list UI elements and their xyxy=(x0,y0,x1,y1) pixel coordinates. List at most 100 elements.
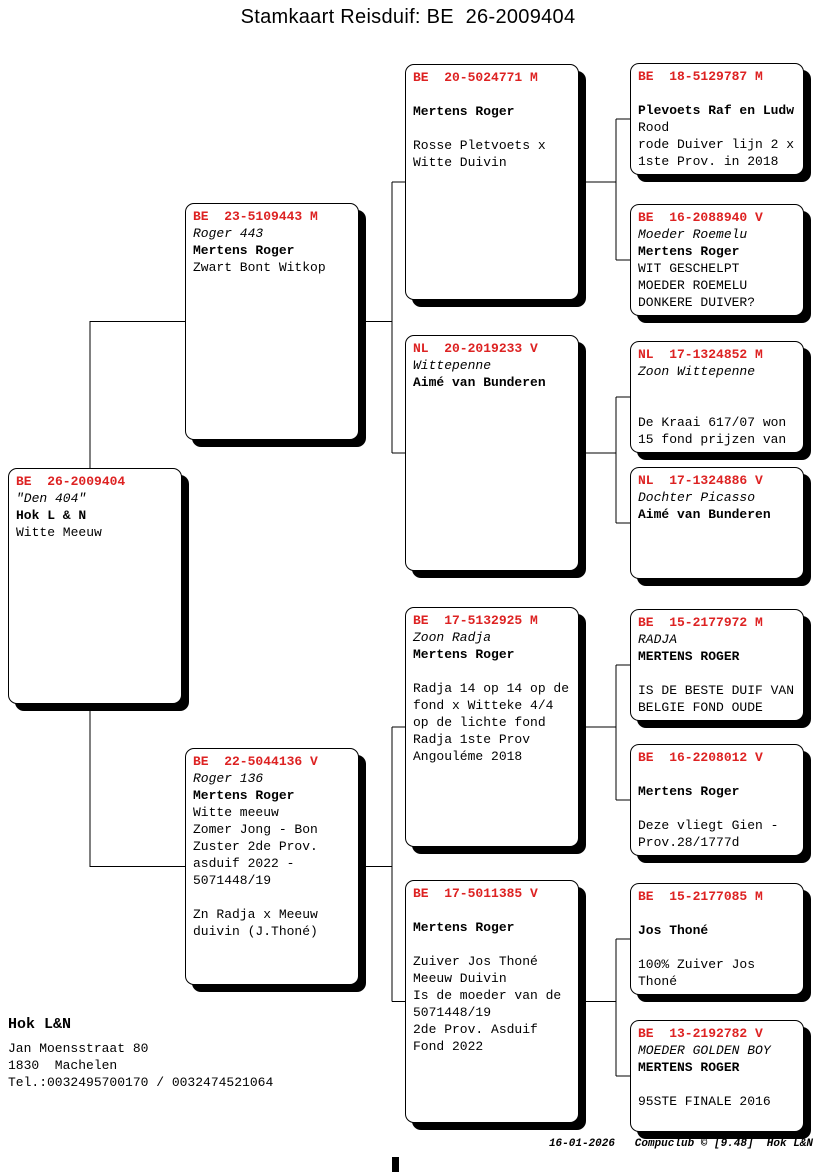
ring-number: BE 13-2192782 V xyxy=(638,1026,763,1041)
pedigree-box-dam-sire-dam: BE 16-2208012 V Mertens Roger Deze vlieg… xyxy=(630,744,804,856)
info-line xyxy=(193,889,355,906)
info-line: Zn Radja x Meeuw xyxy=(193,907,318,922)
pigeon-name: MOEDER GOLDEN BOY xyxy=(638,1043,771,1058)
fancier-name: Jos Thoné xyxy=(638,923,709,938)
ring-number: NL 17-1324886 V xyxy=(638,473,763,488)
loft-address-street: Jan Moensstraat 80 xyxy=(8,1041,149,1056)
ring-number: BE 17-5132925 M xyxy=(413,613,538,628)
info-line: 95STE FINALE 2016 xyxy=(638,1094,771,1109)
pigeon-name: Roger 443 xyxy=(193,226,264,241)
pigeon-name: Moeder Roemelu xyxy=(638,227,748,242)
fancier-name: Hok L & N xyxy=(16,508,87,523)
fancier-name: Mertens Roger xyxy=(638,244,740,259)
info-line: WIT GESCHELPT xyxy=(638,261,740,276)
info-line: 100% Zuiver Jos xyxy=(638,957,756,972)
pedigree-box-sire: BE 23-5109443 M Roger 443 Mertens Roger … xyxy=(185,203,359,440)
info-line: 5071448/19 xyxy=(413,1005,492,1020)
loft-name: Hok L&N xyxy=(8,1016,72,1033)
pedigree-box-dam-dam: BE 17-5011385 V Mertens Roger Zuiver Jos… xyxy=(405,880,579,1123)
info-line: rode Duiver lijn 2 x xyxy=(638,137,795,152)
ring-number: BE 23-5109443 M xyxy=(193,209,318,224)
info-line: MOEDER ROEMELU xyxy=(638,278,748,293)
ring-number: NL 20-2019233 V xyxy=(413,341,538,356)
info-line: Meeuw Duivin xyxy=(413,971,507,986)
pigeon-info: Deze vliegt Gien -Prov.28/1777d xyxy=(638,800,800,851)
info-line: Radja 14 op 14 op de xyxy=(413,681,570,696)
bottom-crop-mark xyxy=(392,1157,399,1172)
fancier-name: Mertens Roger xyxy=(193,788,295,803)
pigeon-name: Zoon Radja xyxy=(413,630,492,645)
pigeon-name: Zoon Wittepenne xyxy=(638,364,756,379)
pigeon-info: Witte Meeuw xyxy=(16,524,178,541)
info-line: fond x Witteke 4/4 xyxy=(413,698,554,713)
info-line: De Kraai 617/07 won xyxy=(638,415,787,430)
pedigree-box-sire-sire-sire: BE 18-5129787 M Plevoets Raf en Ludw Roo… xyxy=(630,63,804,175)
info-line: Angouléme 2018 xyxy=(413,749,523,764)
fancier-name: Mertens Roger xyxy=(638,784,740,799)
info-line: Deze vliegt Gien - xyxy=(638,818,779,833)
info-line: Witte Duivin xyxy=(413,155,507,170)
ring-number: BE 15-2177972 M xyxy=(638,615,763,630)
loft-footer: Hok L&N Jan Moensstraat 80 1830 Machelen… xyxy=(8,1016,273,1091)
ring-number: BE 15-2177085 M xyxy=(638,889,763,904)
info-line: duivin (J.Thoné) xyxy=(193,924,318,939)
pigeon-info: Rosse Pletvoets x Witte Duivin xyxy=(413,120,575,171)
info-line: 2de Prov. Asduif xyxy=(413,1022,538,1037)
pedigree-box-dam-dam-sire: BE 15-2177085 M Jos Thoné 100% Zuiver Jo… xyxy=(630,883,804,995)
fancier-name: Mertens Roger xyxy=(413,104,515,119)
fancier-name: Mertens Roger xyxy=(193,243,295,258)
page-title: Stamkaart Reisduif: BE 26-2009404 xyxy=(240,6,576,28)
info-line xyxy=(638,939,800,956)
info-line: Zwart Bont Witkop xyxy=(193,260,326,275)
info-line: Thoné xyxy=(638,974,678,989)
info-line: Rosse Pletvoets x xyxy=(413,138,546,153)
info-line: asduif 2022 - xyxy=(193,856,295,871)
pigeon-name xyxy=(638,905,800,922)
pedigree-box-sire-sire-dam: BE 16-2088940 V Moeder Roemelu Mertens R… xyxy=(630,204,804,316)
compuclub-credit-line: 16-01-2026 Compuclub © [9.48] Hok L&N xyxy=(548,1138,813,1150)
pigeon-name xyxy=(638,766,800,783)
pigeon-name: Roger 136 xyxy=(193,771,264,786)
info-line xyxy=(413,120,575,137)
ring-number: BE 20-5024771 M xyxy=(413,70,538,85)
info-line: Radja 1ste Prov xyxy=(413,732,531,747)
pigeon-name xyxy=(638,85,800,102)
pigeon-name: Wittepenne xyxy=(413,358,492,373)
pedigree-box-sire-dam: NL 20-2019233 V Wittepenne Aimé van Bund… xyxy=(405,335,579,571)
fancier-name xyxy=(638,380,800,397)
info-line xyxy=(638,665,800,682)
info-line: Witte Meeuw xyxy=(16,525,102,540)
info-line: Zuiver Jos Thoné xyxy=(413,954,538,969)
fancier-name: MERTENS ROGER xyxy=(638,1060,740,1075)
ring-number: BE 18-5129787 M xyxy=(638,69,763,84)
info-line xyxy=(638,800,800,817)
info-line: Zuster 2de Prov. xyxy=(193,839,318,854)
pedigree-box-dam-dam-dam: BE 13-2192782 V MOEDER GOLDEN BOY MERTEN… xyxy=(630,1020,804,1132)
fancier-name: MERTENS ROGER xyxy=(638,649,740,664)
info-line: Fond 2022 xyxy=(413,1039,484,1054)
info-line: Zomer Jong - Bon xyxy=(193,822,318,837)
pedigree-box-dam-sire-sire: BE 15-2177972 M RADJA MERTENS ROGER IS D… xyxy=(630,609,804,721)
pigeon-name: Dochter Picasso xyxy=(638,490,756,505)
pigeon-name: "Den 404" xyxy=(16,491,87,506)
pedigree-box-sire-dam-sire: NL 17-1324852 M Zoon Wittepenne De Kraai… xyxy=(630,341,804,453)
pedigree-box-dam: BE 22-5044136 V Roger 136 Mertens Roger … xyxy=(185,748,359,985)
pigeon-info: Zwart Bont Witkop xyxy=(193,259,355,276)
fancier-name: Aimé van Bunderen xyxy=(413,375,546,390)
pigeon-info: 95STE FINALE 2016 xyxy=(638,1076,800,1110)
info-line: BELGIE FOND OUDE xyxy=(638,700,763,715)
info-line: 15 fond prijzen van xyxy=(638,432,787,447)
pedigree-box-dam-sire: BE 17-5132925 M Zoon Radja Mertens Roger… xyxy=(405,607,579,847)
pedigree-box-sire-sire: BE 20-5024771 M Mertens Roger Rosse Plet… xyxy=(405,64,579,300)
info-line: Is de moeder van de xyxy=(413,988,562,1003)
ring-number: BE 22-5044136 V xyxy=(193,754,318,769)
fancier-name: Mertens Roger xyxy=(413,647,515,662)
info-line: Witte meeuw xyxy=(193,805,279,820)
info-line xyxy=(638,397,800,414)
